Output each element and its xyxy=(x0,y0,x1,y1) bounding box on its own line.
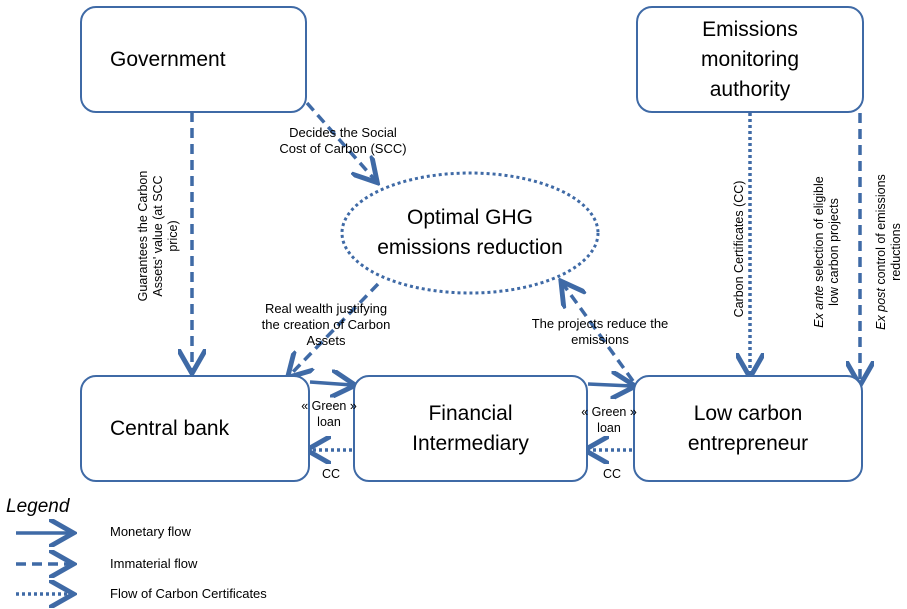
auth-control-label: Ex post control of emissions reductions xyxy=(874,157,906,347)
fi-ent-loan-label: « Green » loan xyxy=(581,405,637,435)
arrow-cb-fi xyxy=(309,382,352,385)
arrow-gov-optimal xyxy=(305,101,375,180)
legend-title: Legend xyxy=(6,496,70,517)
selection-text: selection of eligible xyxy=(812,176,826,286)
gov-optimal-label: Decides the Social Cost of Carbon (SCC) xyxy=(279,125,407,156)
authority-node: Emissions monitoring authority xyxy=(636,6,864,113)
intermediary-label: Financial Intermediary xyxy=(412,401,529,455)
entrepreneur-label: Low carbon entrepreneur xyxy=(687,401,809,455)
cb-fi-loan-label: « Green » loan xyxy=(301,399,357,429)
optimal-ellipse xyxy=(340,171,600,295)
legend-monetary: Monetary flow xyxy=(110,524,191,539)
auth-selection-label: Ex ante selection of eligible low carbon… xyxy=(812,157,844,347)
intermediary-node: Financial Intermediary xyxy=(353,375,588,482)
ent-optimal-label: The projects reduce the emissions xyxy=(531,316,669,347)
legend-immaterial: Immaterial flow xyxy=(110,556,198,571)
government-label: Government xyxy=(110,47,226,71)
legend-certificates: Flow of Carbon Certificates xyxy=(110,586,267,601)
ex-ante-text: Ex ante xyxy=(812,285,826,328)
ex-post-text: Ex post xyxy=(874,288,888,330)
arrow-optimal-cb xyxy=(290,282,380,375)
arrow-fi-ent xyxy=(587,384,632,386)
authority-label: Emissions monitoring authority xyxy=(700,17,800,101)
government-node: Government xyxy=(80,6,307,113)
entrepreneur-node: Low carbon entrepreneur xyxy=(633,375,863,482)
selection-text-2: low carbon projects xyxy=(827,198,841,306)
fi-cb-cc-label: CC xyxy=(321,467,341,481)
control-text: control of emissions xyxy=(874,174,888,289)
central-bank-label: Central bank xyxy=(110,416,230,440)
arrow-ent-optimal xyxy=(563,284,635,383)
central-bank-node: Central bank xyxy=(80,375,310,482)
optimal-node: Optimal GHG emissions reduction xyxy=(342,203,598,263)
ent-fi-cc-label: CC xyxy=(602,467,622,481)
optimal-cb-label: Real wealth justifying the creation of C… xyxy=(261,301,391,348)
control-text-2: reductions xyxy=(889,223,903,281)
optimal-label: Optimal GHG emissions reduction xyxy=(377,206,563,259)
gov-cb-label: Guarantees the Carbon Assets' value (at … xyxy=(136,170,180,302)
auth-cc-label: Carbon Certificates (CC) xyxy=(732,180,746,318)
